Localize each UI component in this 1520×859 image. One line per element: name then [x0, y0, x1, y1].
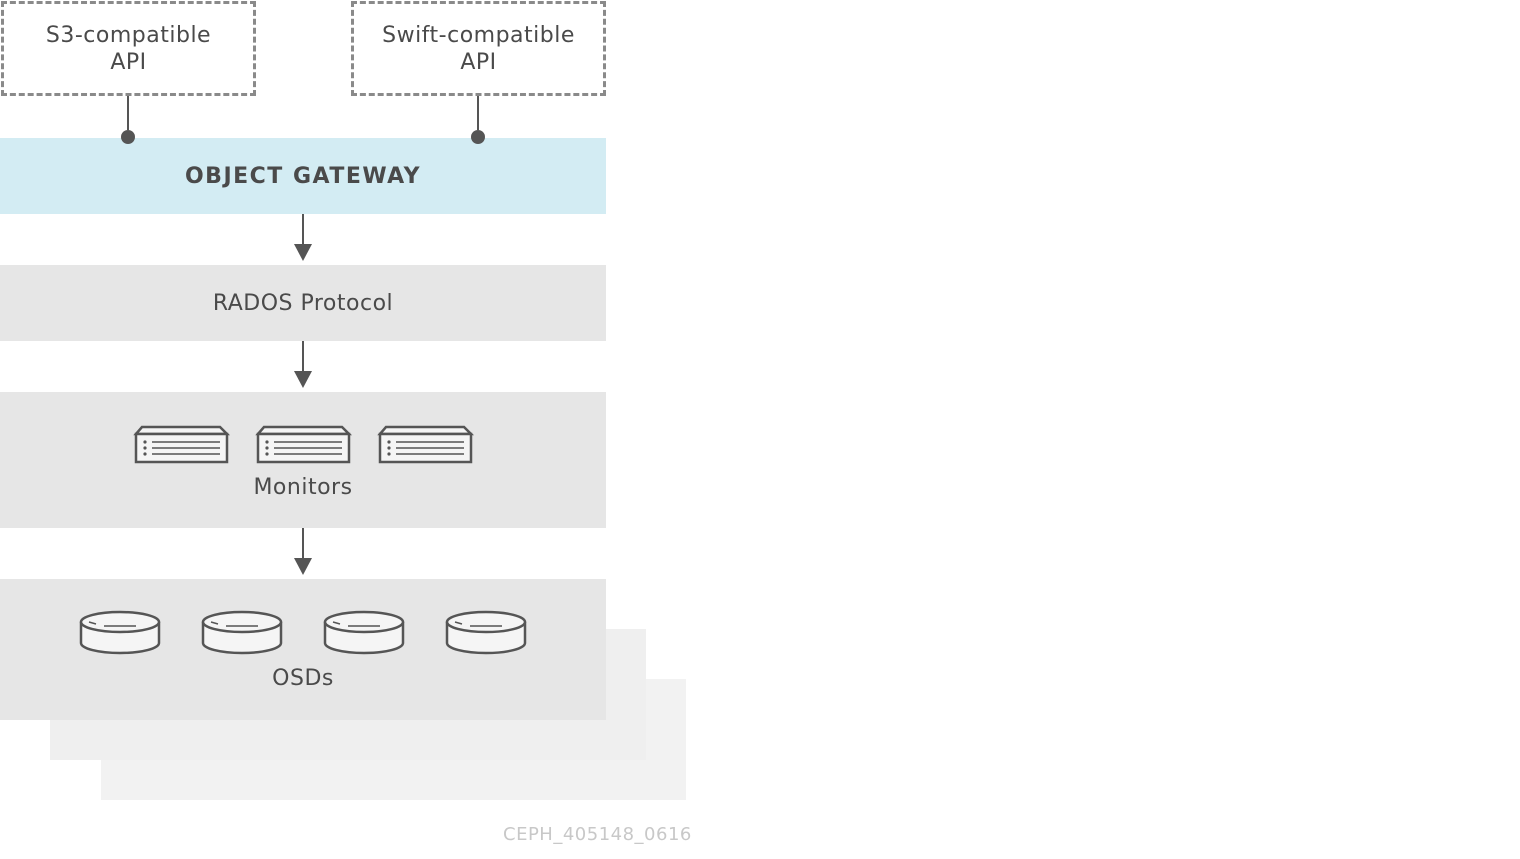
figure-id-watermark: CEPH_405148_0616: [503, 824, 692, 845]
disk-icon: [445, 610, 527, 655]
swift-api-box: Swift-compatible API: [351, 1, 606, 96]
object-gateway-label: OBJECT GATEWAY: [184, 163, 422, 189]
server-rack-icon: [377, 425, 475, 464]
monitors-to-osds-arrowhead-icon: [294, 558, 312, 575]
disk-icon: [79, 610, 161, 655]
s3-connector-dot: [121, 130, 135, 144]
monitors-label: Monitors: [253, 475, 353, 500]
server-rack-icon: [133, 425, 231, 464]
rados-protocol-label: RADOS Protocol: [212, 290, 394, 316]
disk-icon: [201, 610, 283, 655]
object-gateway-layer: OBJECT GATEWAY: [0, 138, 606, 214]
s3-api-box: S3-compatible API: [1, 1, 256, 96]
osds-label: OSDs: [272, 666, 334, 691]
server-rack-icon: [255, 425, 353, 464]
disk-icon: [323, 610, 405, 655]
rados-protocol-layer: RADOS Protocol: [0, 265, 606, 341]
gateway-to-rados-arrowhead-icon: [294, 244, 312, 261]
swift-connector-dot: [471, 130, 485, 144]
rados-to-monitors-arrowhead-icon: [294, 371, 312, 388]
